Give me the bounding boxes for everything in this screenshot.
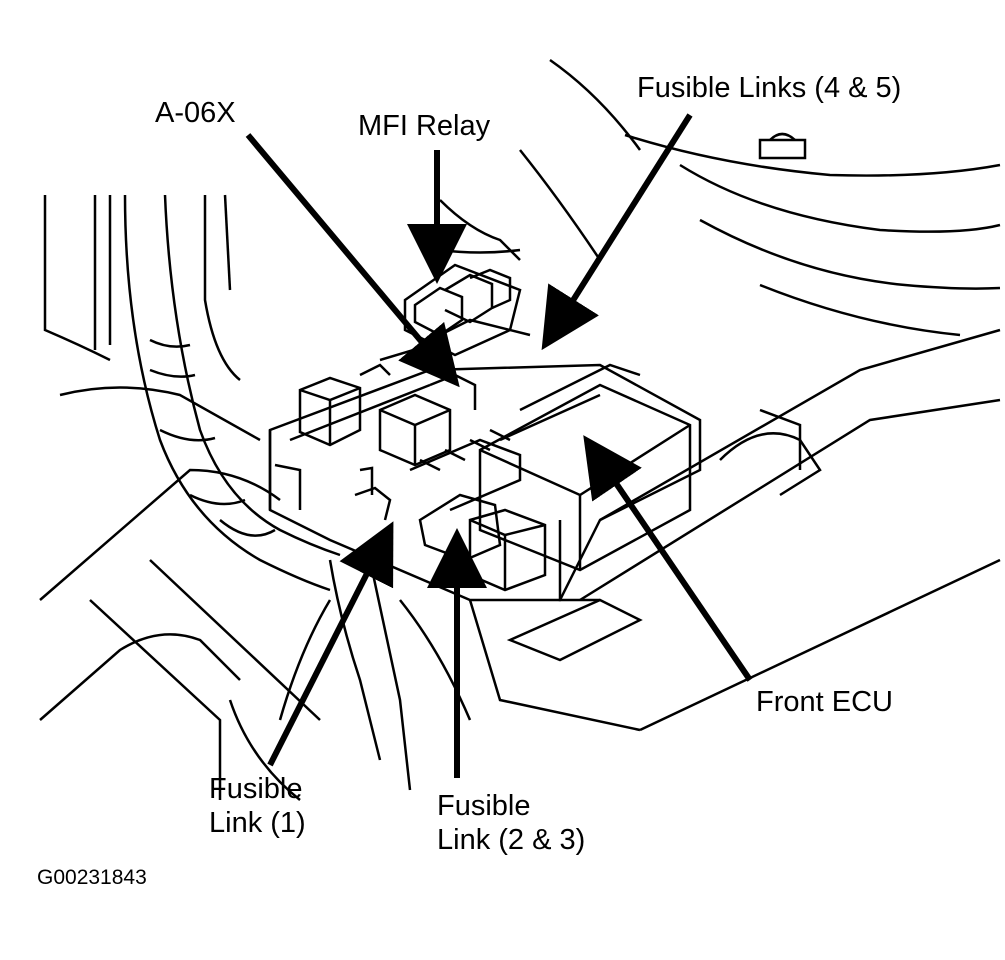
left-relay <box>298 376 362 447</box>
lower-harness <box>278 559 472 791</box>
front-ecu-box <box>478 363 692 602</box>
label-mfi-relay: MFI Relay <box>358 110 491 142</box>
leader-arrows <box>245 113 753 778</box>
arrow-front-ecu <box>583 435 753 682</box>
label-fusible-link-2-3-line2: Link (2 & 3) <box>437 824 586 856</box>
label-front-ecu: Front ECU <box>756 686 893 718</box>
arrow-fusible-links-4-5 <box>541 113 693 351</box>
right-frame-rails <box>468 328 1001 732</box>
label-fusible-link-1-line2: Link (1) <box>209 807 306 839</box>
figure-code: G00231843 <box>37 866 147 889</box>
left-body-panel <box>39 195 321 801</box>
strut-tower-outline <box>519 58 1001 337</box>
arrow-fusible-link-1 <box>267 521 394 767</box>
relay-box-body <box>268 343 702 602</box>
label-fusible-links-4-5: Fusible Links (4 & 5) <box>637 72 902 104</box>
label-a06x: A-06X <box>155 97 236 129</box>
upper-relay-block <box>403 199 531 357</box>
arrow-a06x <box>245 133 460 388</box>
wiring-harness <box>123 194 341 592</box>
label-fusible-link-2-3-line1: Fusible <box>437 790 531 822</box>
fusible-link-connectors <box>354 466 547 592</box>
label-fusible-link-1-line1: Fusible <box>209 773 303 805</box>
